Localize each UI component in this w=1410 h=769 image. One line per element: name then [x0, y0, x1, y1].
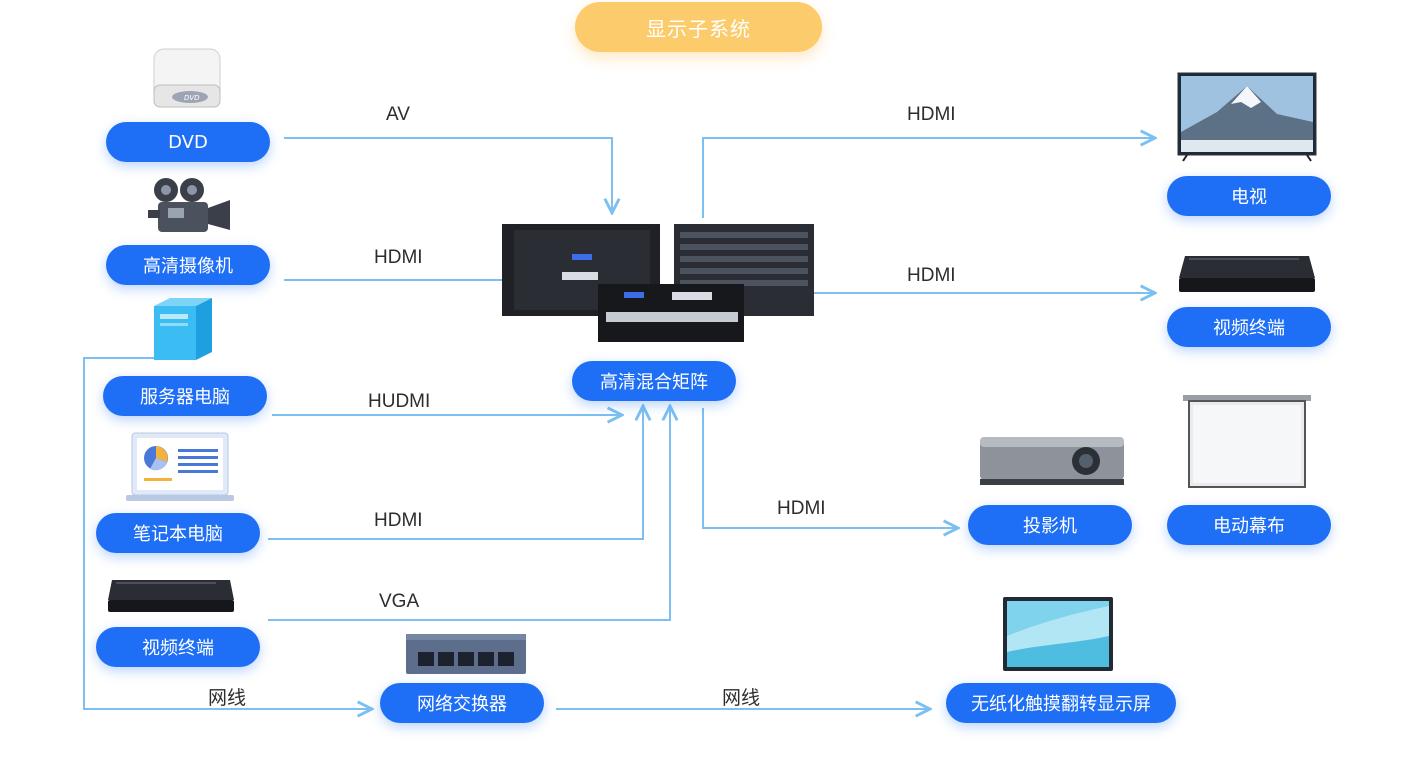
label-tv-hdmi: HDMI: [907, 104, 956, 125]
label-server-hudmi: HUDMI: [368, 391, 431, 412]
server-tower-icon: [154, 298, 212, 360]
system-title: 显示子系统: [575, 2, 822, 52]
laptop-icon: [126, 432, 234, 501]
label-camera-hdmi: HDMI: [374, 247, 423, 268]
projection-screen-icon: [1183, 395, 1311, 488]
label-terminal-right-hdmi: HDMI: [907, 265, 956, 286]
projector-icon: [980, 437, 1124, 485]
node-switch: 网络交换器: [380, 683, 544, 723]
line-laptop-hdmi: [268, 406, 643, 540]
film-camera-icon: [148, 178, 230, 232]
line-dvd-av: [284, 137, 612, 213]
node-video-terminal-left: 视频终端: [96, 627, 260, 667]
node-matrix: 高清混合矩阵: [572, 361, 736, 401]
label-dvd-av: AV: [386, 104, 410, 125]
svg-text:DVD: DVD: [184, 94, 200, 102]
node-camera: 高清摄像机: [106, 245, 270, 285]
television-icon: [1177, 72, 1317, 162]
label-terminal-vga: VGA: [379, 591, 420, 612]
video-terminal-icon: [1179, 256, 1315, 292]
node-server: 服务器电脑: [103, 376, 267, 416]
matrix-equipment-icon: [502, 224, 814, 342]
video-terminal-icon: [108, 580, 234, 612]
label-switch-net: 网线: [722, 688, 761, 709]
node-touch-display: 无纸化触摸翻转显示屏: [946, 683, 1176, 723]
node-dvd: DVD: [106, 122, 270, 162]
line-tv-hdmi: [702, 138, 1155, 218]
label-laptop-hdmi: HDMI: [374, 510, 423, 531]
line-server-net: [83, 357, 372, 709]
node-laptop: 笔记本电脑: [96, 513, 260, 553]
dvd-drive-icon: DVD: [153, 48, 221, 108]
node-projector: 投影机: [968, 505, 1132, 545]
node-screen: 电动幕布: [1167, 505, 1331, 545]
line-projector-hdmi: [702, 408, 958, 528]
network-switch-icon: [406, 634, 526, 674]
touch-display-icon: [1003, 597, 1113, 671]
node-video-terminal-right: 视频终端: [1167, 307, 1331, 347]
label-server-net: 网线: [208, 688, 247, 709]
label-projector-hdmi: HDMI: [777, 498, 826, 519]
line-terminal-vga: [268, 406, 670, 621]
node-tv: 电视: [1167, 176, 1331, 216]
